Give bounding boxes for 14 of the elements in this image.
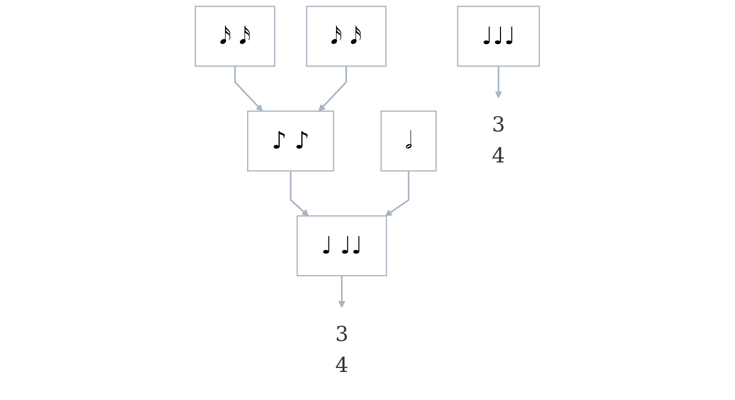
arrow bbox=[338, 276, 346, 308]
node-text: 3 4 bbox=[335, 322, 349, 378]
node-box: 𝅗𝅥 bbox=[380, 110, 437, 172]
node-box: ♩ ♩♩ bbox=[296, 215, 388, 276]
arrow bbox=[495, 66, 502, 98]
arrow bbox=[318, 66, 348, 112]
node-box: ♪ ♪ bbox=[247, 110, 334, 172]
arrow bbox=[290, 170, 309, 216]
arrow bbox=[234, 66, 263, 112]
arrow bbox=[385, 170, 410, 216]
node-box: 𝅘𝅥𝅯 𝅘𝅥𝅯 bbox=[306, 6, 387, 67]
node-box: ♩♩♩ bbox=[457, 6, 540, 67]
node-text: 3 4 bbox=[492, 113, 506, 168]
node-box: 𝅘𝅥𝅯 𝅘𝅥𝅯 bbox=[194, 6, 276, 67]
